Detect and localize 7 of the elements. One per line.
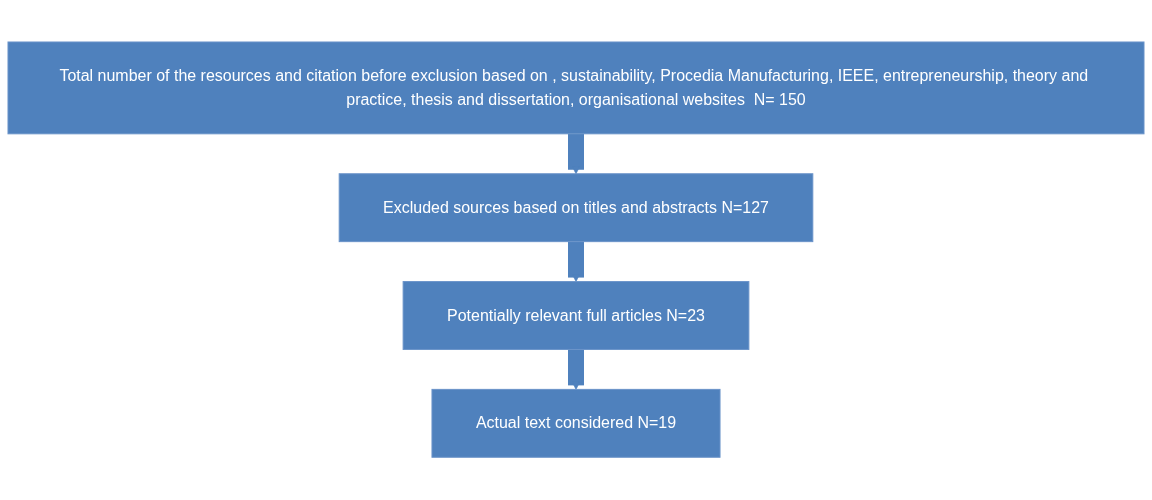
node-box: Total number of the resources and citation before exclusion based on , sustainability, Procedia Manufacturing, IEEE, entrepreneurship, theory and practice, thesis and dissertation, organisational websites N= 150 <box>7 41 1145 135</box>
arrow <box>568 134 584 175</box>
node-box: Potentially relevant full articles N=23 <box>402 281 750 351</box>
arrow <box>568 349 584 391</box>
arrow <box>568 242 584 283</box>
node-box: Actual text considered N=19 <box>431 389 721 459</box>
node-box: Excluded sources based on titles and abstracts N=127 <box>338 173 814 243</box>
